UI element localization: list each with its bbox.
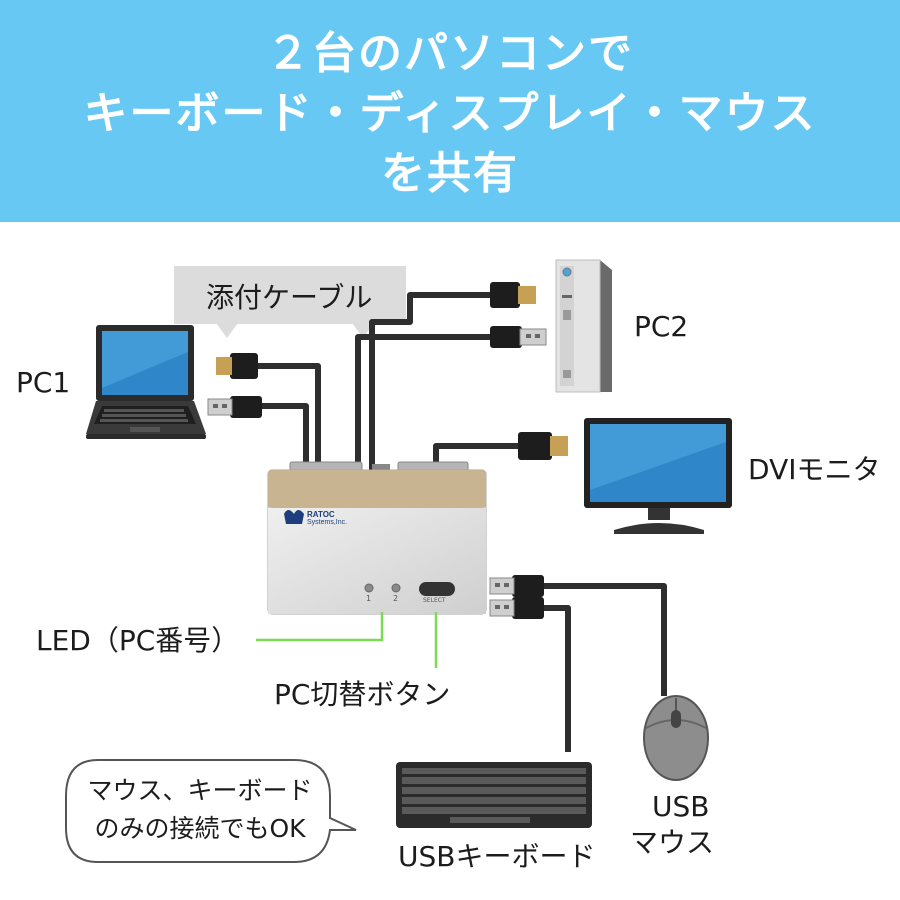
header-banner: ２台のパソコンで キーボード・ディスプレイ・マウス を共有 bbox=[0, 0, 900, 222]
mouse-icon bbox=[643, 695, 709, 781]
speech-bubble bbox=[65, 759, 357, 863]
led-1-icon bbox=[364, 583, 374, 593]
banner-title-line1: ２台のパソコンで bbox=[266, 28, 634, 79]
pc1-hdmi-cable bbox=[256, 363, 321, 470]
keyboard-icon bbox=[396, 762, 592, 828]
pc2-hdmi-connector bbox=[490, 282, 536, 308]
monitor-hdmi-connector bbox=[518, 432, 568, 460]
kvm-switch bbox=[267, 461, 487, 615]
pc1-hdmi-connector bbox=[216, 353, 258, 379]
led-1-label: 1 bbox=[366, 594, 372, 603]
pc1-label: PC1 bbox=[16, 366, 71, 399]
callout-pointer-right bbox=[352, 323, 374, 338]
keyboard-label: USBキーボード bbox=[398, 840, 596, 873]
select-button-shape bbox=[419, 582, 455, 596]
cables bbox=[256, 292, 667, 752]
pc1-usb-cable bbox=[262, 403, 309, 470]
brand-name: RATOC bbox=[307, 510, 335, 519]
pc2-hdmi-cable bbox=[369, 292, 490, 470]
pc2-usb-connector bbox=[490, 326, 547, 348]
keyboard-usb-connector bbox=[489, 597, 544, 619]
bubble-text-line1: マウス、キーボード bbox=[87, 776, 313, 805]
pc2-label: PC2 bbox=[634, 310, 689, 343]
banner-title-line2: キーボード・ディスプレイ・マウス bbox=[83, 88, 817, 139]
led-annotation-label: LED（PC番号） bbox=[36, 624, 240, 657]
mouse-label-line2: マウス bbox=[630, 826, 715, 859]
select-label: SELECT bbox=[423, 597, 446, 604]
laptop-icon bbox=[86, 325, 206, 439]
mouse-label-line1: USB bbox=[652, 790, 710, 823]
brand-logo bbox=[284, 510, 304, 524]
monitor-icon bbox=[584, 418, 732, 534]
cable-callout-label: 添付ケーブル bbox=[206, 281, 373, 314]
mouse-cable bbox=[540, 583, 667, 696]
led-2-label: 2 bbox=[393, 594, 399, 603]
bubble-text-line2: のみの接続でもOK bbox=[94, 814, 306, 843]
annotation-lines bbox=[256, 612, 438, 668]
brand-subname: Systems,Inc. bbox=[307, 519, 348, 526]
cable-callout-box bbox=[174, 266, 406, 324]
led-annotation-line bbox=[256, 612, 384, 642]
pc1-usb-connector bbox=[207, 396, 262, 418]
mouse-usb-connector bbox=[489, 575, 544, 597]
led-2-icon bbox=[391, 583, 401, 593]
banner-title-line3: を共有 bbox=[381, 148, 519, 199]
keyboard-cable bbox=[540, 605, 571, 752]
callout-pointer-left bbox=[216, 323, 238, 338]
desktop-tower-icon bbox=[555, 259, 612, 393]
switch-button-annotation-label: PC切替ボタン bbox=[274, 678, 451, 711]
monitor-label: DVIモニタ bbox=[748, 453, 881, 486]
pc2-usb-cable bbox=[355, 334, 490, 470]
